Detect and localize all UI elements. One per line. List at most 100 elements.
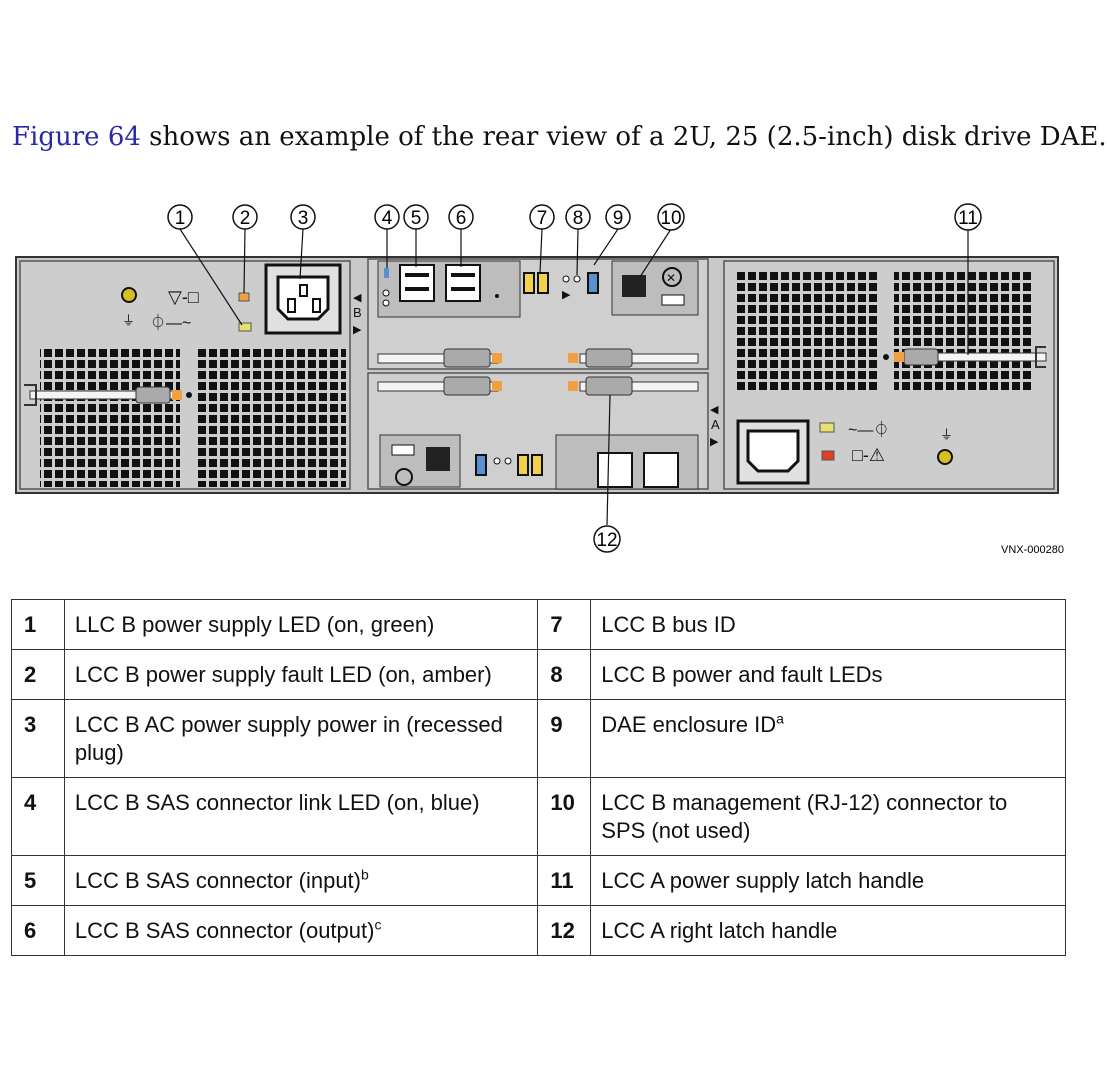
arrow-right-icon: ▶ [562, 289, 571, 301]
bus-id-display [523, 272, 549, 294]
legend-number-text: 7 [550, 612, 563, 637]
lcc-a-module [367, 372, 709, 490]
svg-text:11: 11 [958, 208, 978, 229]
intro-paragraph: Figure 64 shows an example of the rear v… [12, 122, 1107, 152]
legend-row: 2 LCC B power supply fault LED (on, amber… [11, 649, 1066, 700]
legend-description: LLC B power supply LED (on, green) [63, 599, 539, 650]
ac-inlet-a[interactable] [736, 419, 810, 485]
legend-row: 3 LCC B AC power supply power in (recesse… [11, 699, 1066, 778]
left-psu-latch-handle[interactable] [24, 384, 192, 406]
svg-text:4: 4 [382, 208, 393, 229]
callout-7: 7 [529, 204, 555, 230]
psu-a-fault-led-red [821, 450, 835, 461]
legend-number: 7 [537, 599, 592, 650]
callout-3: 3 [290, 204, 316, 230]
legend-description-text: LCC B power and fault LEDs [601, 662, 883, 687]
legend-number-text: 4 [24, 790, 37, 815]
bay-b-arrow-icon: ◀ [353, 292, 362, 304]
callout-8: 8 [565, 204, 591, 230]
legend-number-text: 12 [550, 918, 575, 943]
intro-text: shows an example of the rear view of a 2… [140, 122, 1107, 152]
figure-reference-link[interactable]: Figure 64 [12, 122, 141, 152]
legend-description: LCC B AC power supply power in (recessed… [63, 699, 539, 778]
legend-description: LCC B bus ID [590, 599, 1066, 650]
legend-row: 1 LLC B power supply LED (on, green) 7 LCC … [11, 599, 1066, 650]
psu-a-power-led-green [819, 422, 835, 433]
bay-a-label: A [711, 417, 720, 432]
ground-symbol-icon: ⏚ [122, 313, 135, 328]
footnote-marker[interactable]: a [776, 710, 784, 727]
svg-text:8: 8 [573, 208, 584, 229]
legend-description: LCC B SAS connector (output)c [63, 905, 539, 956]
svg-text:10: 10 [660, 208, 681, 229]
svg-text:2: 2 [240, 208, 251, 229]
rj12-management-port[interactable]: ✕ [611, 260, 699, 316]
sas-link-led-blue [384, 268, 389, 278]
legend-number-text: 6 [24, 918, 37, 943]
legend-description: LCC B SAS connector link LED (on, blue) [63, 777, 539, 856]
sas-output-connector[interactable] [445, 264, 481, 302]
callout-12: 12 [593, 525, 621, 553]
legend-description: LCC A right latch handle [590, 905, 1066, 956]
fault-symbol-icon: ▽-□ [168, 287, 199, 307]
callout-2: 2 [232, 204, 258, 230]
legend-number: 3 [11, 699, 65, 778]
legend-number: 10 [537, 777, 592, 856]
svg-text:✕: ✕ [666, 271, 676, 285]
bay-a-arrow-icon: ◀ [710, 404, 719, 416]
right-psu-latch-handle[interactable] [883, 346, 1047, 368]
dae-rear-view-diagram: ⏚ ▽-□ ⏀—~ B ◀ ▶ [15, 203, 1064, 556]
svg-text:3: 3 [298, 208, 309, 229]
callout-11: 11 [954, 203, 982, 231]
legend-number-text: 11 [550, 868, 574, 893]
legend-number-text: 10 [550, 790, 575, 815]
legend-description-text: LCC B management (RJ-12) connector to SP… [601, 790, 1008, 843]
bay-b-label: B [353, 305, 362, 320]
enclosure-id-display [587, 272, 599, 294]
sas-input-connector[interactable] [399, 264, 435, 302]
legend-number-text: 8 [550, 662, 563, 687]
svg-text:7: 7 [537, 208, 548, 229]
legend-description-text: LCC B SAS connector (input) [74, 868, 361, 893]
legend-number: 6 [11, 905, 65, 956]
legend-number: 8 [537, 649, 592, 700]
legend-description-text: LCC B SAS connector (output) [74, 918, 375, 943]
legend-description: LCC B power supply fault LED (on, amber) [63, 649, 539, 700]
footnote-marker[interactable]: c [374, 916, 382, 933]
power-symbol-icon: ⏀—~ [150, 313, 191, 332]
legend-row: 4 LCC B SAS connector link LED (on, blue)… [11, 777, 1066, 856]
ground-symbol-a-icon: ⏚ [940, 427, 953, 442]
lcc-power-led [562, 275, 570, 283]
legend-description: LCC B SAS connector (input)b [63, 855, 539, 906]
psu-power-led-green [238, 322, 252, 332]
svg-text:6: 6 [456, 208, 467, 229]
callout-10: 10 [657, 203, 685, 231]
lcc-a-right-latch-handle[interactable] [579, 376, 699, 396]
callout-4: 4 [374, 204, 400, 230]
footnote-marker[interactable]: b [361, 866, 369, 883]
svg-text:12: 12 [596, 530, 617, 551]
bay-b-arrow-down-icon: ▶ [353, 324, 362, 336]
svg-text:5: 5 [411, 208, 422, 229]
ground-screw-a-icon [937, 449, 953, 465]
legend-description: LCC B power and fault LEDs [590, 649, 1066, 700]
callout-6: 6 [448, 204, 474, 230]
ac-inlet-b[interactable] [264, 263, 342, 335]
legend-description-text: LCC B SAS connector link LED (on, blue) [74, 790, 480, 815]
legend-number-text: 5 [24, 868, 37, 893]
legend-number-text: 1 [24, 612, 37, 637]
ground-screw-icon [121, 287, 137, 303]
callout-leaders [179, 228, 969, 526]
left-power-supply: ⏚ ▽-□ ⏀—~ [19, 260, 351, 490]
legend-number-text: 2 [24, 662, 37, 687]
legend-description-text: LCC A right latch handle [601, 918, 838, 943]
svg-text:1: 1 [175, 208, 186, 229]
legend-description-text: LCC B AC power supply power in (recessed… [74, 712, 503, 765]
legend-description-text: DAE enclosure ID [601, 712, 777, 737]
legend-description: LCC B management (RJ-12) connector to SP… [590, 777, 1066, 856]
legend-number-text: 3 [24, 712, 37, 737]
legend-number: 4 [11, 777, 65, 856]
right-power-supply: ~—⏀ □-⚠ ⏚ [723, 260, 1055, 490]
legend-row: 6 LCC B SAS connector (output)c 12 LCC A ri… [11, 905, 1066, 956]
